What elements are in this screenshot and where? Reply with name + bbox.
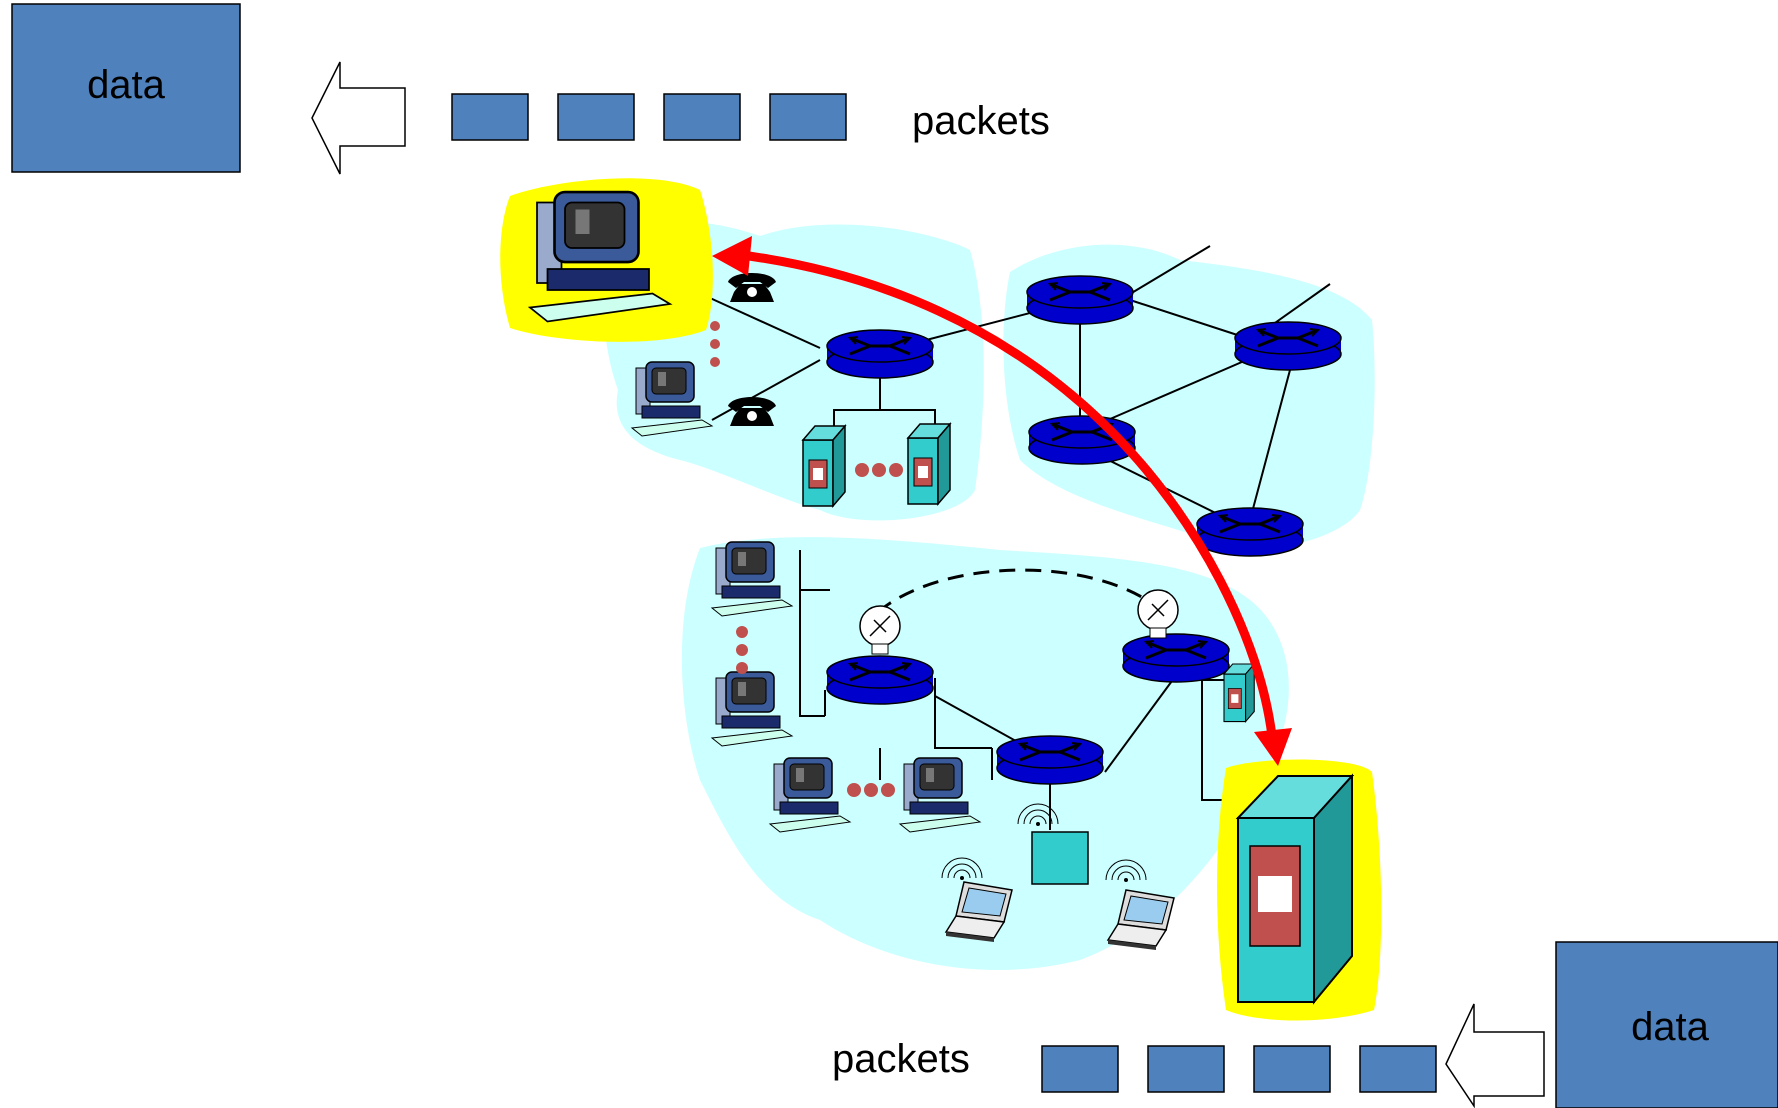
server-icon [1223, 663, 1255, 723]
packet [1253, 1045, 1331, 1093]
server-icon [907, 423, 951, 505]
packets-label-top: packets [912, 99, 1050, 143]
satellite-link [877, 568, 1151, 614]
ellipsis-dots [847, 783, 895, 797]
path-arrow [712, 236, 1292, 766]
router-icon [825, 654, 935, 706]
arrow-left-bottom [1445, 1003, 1545, 1108]
router-icon [995, 734, 1105, 786]
ellipsis-dots [710, 321, 720, 367]
arrow-left-top [311, 61, 406, 175]
router-icon [1025, 274, 1135, 326]
router-icon [1195, 506, 1305, 558]
ellipsis-dots [855, 463, 903, 477]
data-block-top [11, 3, 241, 173]
data-block-bottom [1555, 941, 1778, 1108]
data-label-bottom: data [1631, 1005, 1710, 1049]
packet [663, 93, 741, 141]
packet [1041, 1045, 1119, 1093]
packet [557, 93, 635, 141]
packet [451, 93, 529, 141]
packet [769, 93, 847, 141]
packet [1147, 1045, 1225, 1093]
server-icon [802, 425, 846, 507]
packets-label-bottom: packets [832, 1037, 970, 1081]
router-icon [825, 328, 935, 380]
ellipsis-dots [736, 626, 748, 674]
wireless-access-point [1031, 831, 1089, 885]
data-label-top: data [87, 63, 166, 107]
server-icon [1235, 773, 1355, 1005]
router-icon [1233, 320, 1343, 372]
packet [1359, 1045, 1437, 1093]
router-icon [1121, 632, 1231, 684]
